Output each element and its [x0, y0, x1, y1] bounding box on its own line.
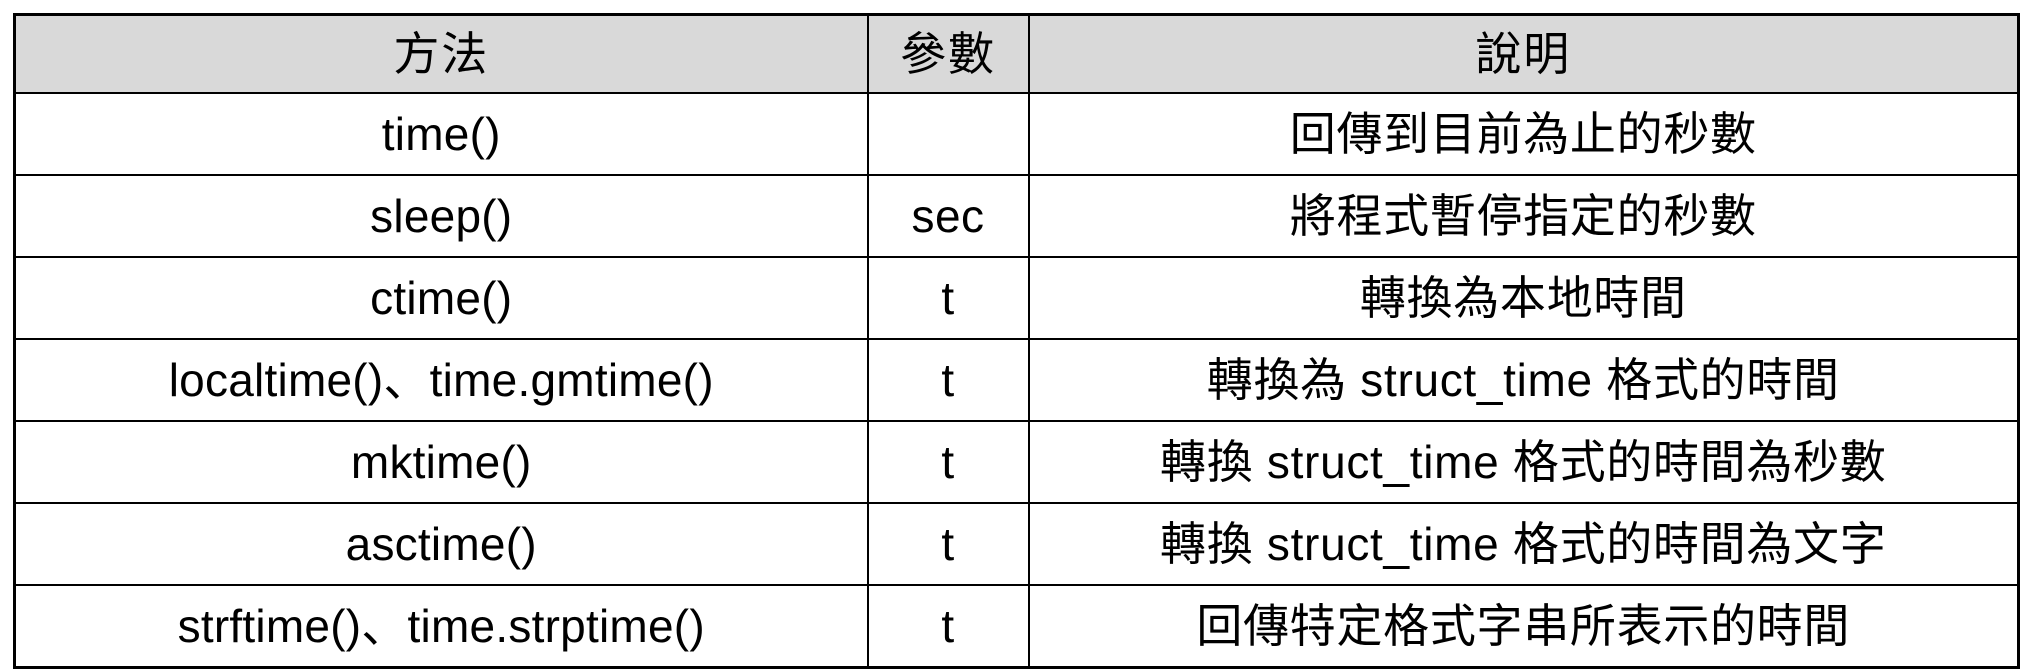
cell-param: t — [866, 584, 1030, 669]
column-header-method: 方法 — [13, 13, 869, 94]
table-row: ctime() t 轉換為本地時間 — [13, 256, 2020, 340]
cell-method: ctime() — [13, 256, 869, 340]
cell-description: 轉換為 struct_time 格式的時間 — [1027, 338, 2020, 422]
table-row: sleep() sec 將程式暫停指定的秒數 — [13, 174, 2020, 258]
cell-description: 回傳特定格式字串所表示的時間 — [1027, 584, 2020, 669]
cell-method: mktime() — [13, 420, 869, 504]
cell-description: 轉換為本地時間 — [1027, 256, 2020, 340]
table-row: asctime() t 轉換 struct_time 格式的時間為文字 — [13, 502, 2020, 586]
table-row: mktime() t 轉換 struct_time 格式的時間為秒數 — [13, 420, 2020, 504]
table-header-row: 方法 參數 說明 — [13, 13, 2020, 94]
cell-param: t — [866, 502, 1030, 586]
table-row: strftime()、time.strptime() t 回傳特定格式字串所表示… — [13, 584, 2020, 669]
cell-param: sec — [866, 174, 1030, 258]
column-header-param: 參數 — [866, 13, 1030, 94]
cell-method: sleep() — [13, 174, 869, 258]
cell-description: 回傳到目前為止的秒數 — [1027, 92, 2020, 176]
cell-param — [866, 92, 1030, 176]
cell-description: 將程式暫停指定的秒數 — [1027, 174, 2020, 258]
python-time-methods-table: 方法 參數 說明 time() 回傳到目前為止的秒數 sleep() sec 將… — [13, 13, 2020, 669]
methods-table-container: 方法 參數 說明 time() 回傳到目前為止的秒數 sleep() sec 將… — [13, 13, 2020, 669]
column-header-desc: 說明 — [1027, 13, 2020, 94]
table-body: time() 回傳到目前為止的秒數 sleep() sec 將程式暫停指定的秒數… — [13, 92, 2020, 669]
cell-method: localtime()、time.gmtime() — [13, 338, 869, 422]
cell-method: asctime() — [13, 502, 869, 586]
cell-param: t — [866, 420, 1030, 504]
table-header: 方法 參數 說明 — [13, 13, 2020, 94]
table-row: localtime()、time.gmtime() t 轉換為 struct_t… — [13, 338, 2020, 422]
cell-description: 轉換 struct_time 格式的時間為文字 — [1027, 502, 2020, 586]
cell-param: t — [866, 338, 1030, 422]
cell-method: strftime()、time.strptime() — [13, 584, 869, 669]
cell-param: t — [866, 256, 1030, 340]
cell-method: time() — [13, 92, 869, 176]
table-row: time() 回傳到目前為止的秒數 — [13, 92, 2020, 176]
cell-description: 轉換 struct_time 格式的時間為秒數 — [1027, 420, 2020, 504]
